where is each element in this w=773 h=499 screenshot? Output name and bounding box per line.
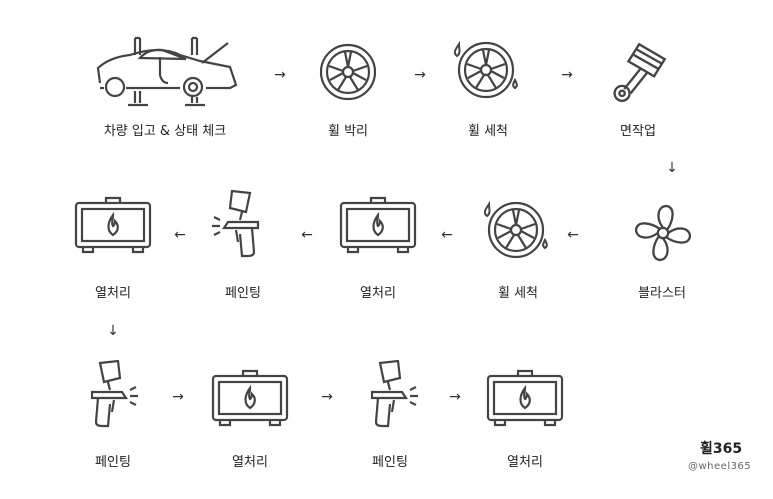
spray-gun-icon xyxy=(82,360,142,430)
oven-icon xyxy=(73,195,153,255)
arrow-right: → xyxy=(172,389,184,405)
oven-icon xyxy=(485,368,565,428)
step-label: 휠 세척 xyxy=(467,124,509,139)
car-on-lift-icon xyxy=(90,33,240,113)
arrow-right: → xyxy=(449,389,461,405)
arrow-down: ↓ xyxy=(666,160,678,176)
arrow-right: → xyxy=(274,67,286,83)
arrow-left: ← xyxy=(301,227,313,243)
piston-icon xyxy=(605,40,669,104)
step-label: 휠 박리 xyxy=(327,124,369,139)
wheel-wash-icon xyxy=(481,198,551,262)
step-label: 면작업 xyxy=(620,124,656,139)
spray-gun-icon xyxy=(362,360,422,430)
step-label: 페인팅 xyxy=(95,455,131,470)
arrow-left: ← xyxy=(567,227,579,243)
arrow-left: ← xyxy=(174,227,186,243)
step-label: 차량 입고 & 상태 체크 xyxy=(103,124,227,139)
arrow-right: → xyxy=(414,67,426,83)
spray-gun-icon xyxy=(208,190,268,260)
step-label: 열처리 xyxy=(507,455,543,470)
wheel-wash-icon xyxy=(451,38,521,102)
step-label: 페인팅 xyxy=(372,455,408,470)
oven-icon xyxy=(210,368,290,428)
fan-icon xyxy=(632,202,694,264)
arrow-right: → xyxy=(561,67,573,83)
step-label: 블라스터 xyxy=(638,286,686,301)
arrow-right: → xyxy=(321,389,333,405)
step-label: 열처리 xyxy=(95,286,131,301)
step-label: 페인팅 xyxy=(225,286,261,301)
step-label: 휠 세척 xyxy=(497,286,539,301)
brand-logo: 휠365 xyxy=(700,441,743,457)
step-label: 열처리 xyxy=(232,455,268,470)
brand-handle: @wheel365 xyxy=(688,461,752,472)
arrow-left: ← xyxy=(441,227,453,243)
wheel-icon xyxy=(318,42,378,102)
oven-icon xyxy=(338,195,418,255)
arrow-down: ↓ xyxy=(107,323,119,339)
step-label: 열처리 xyxy=(360,286,396,301)
